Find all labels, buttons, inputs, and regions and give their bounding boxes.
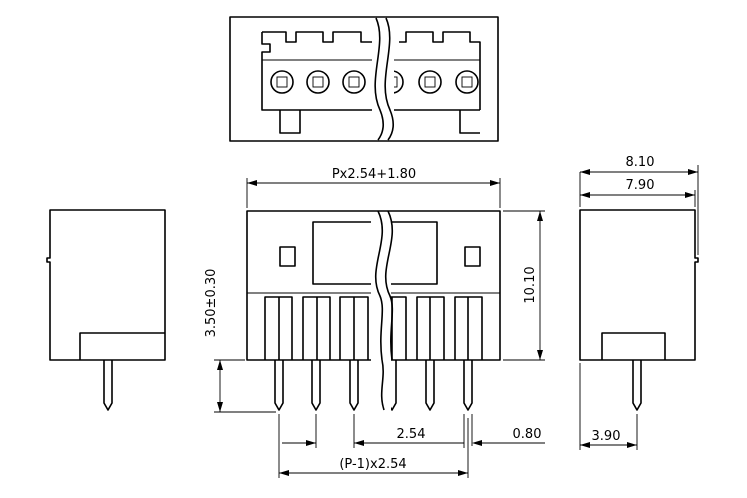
label-pin-depth: 3.90	[592, 429, 621, 444]
top-view-outline	[229, 16, 499, 142]
front-view-break-line-3	[380, 359, 385, 411]
dim-side-inner-width: 7.90	[580, 178, 696, 207]
dim-pin-offset: 0.80	[471, 414, 545, 446]
front-view-pin-slots	[264, 296, 483, 360]
label-side-outer-width: 8.10	[626, 155, 655, 170]
label-pin-offset: 0.80	[513, 427, 542, 442]
label-span: (P-1)x2.54	[339, 457, 406, 472]
screw-1	[270, 70, 294, 94]
dim-pin-depth: 3.90	[579, 363, 638, 450]
screw-5	[418, 70, 442, 94]
dim-overall-length: Px2.54+1.80	[246, 167, 501, 208]
dim-span: (P-1)x2.54	[278, 418, 469, 478]
left-side-outline	[46, 209, 166, 361]
top-view	[229, 16, 499, 142]
top-view-housing	[261, 31, 481, 111]
dim-pitch: 2.54	[278, 414, 465, 448]
top-view-latch-right	[459, 110, 480, 134]
front-view-right-slot	[464, 246, 481, 267]
top-view-break-line-1	[374, 17, 384, 141]
left-side-pin	[103, 360, 113, 411]
front-view-break-line-1	[375, 210, 384, 361]
right-side-step	[601, 332, 666, 360]
label-height: 10.10	[523, 266, 538, 303]
right-side-view	[579, 209, 699, 411]
screw-6	[455, 70, 479, 94]
front-view	[246, 210, 501, 412]
top-view-break-line-2	[384, 17, 394, 141]
screw-2	[306, 70, 330, 94]
top-view-latch-left	[279, 110, 301, 134]
label-pitch: 2.54	[397, 427, 426, 442]
right-side-pin	[632, 360, 642, 411]
left-side-view	[46, 209, 166, 411]
front-view-left-slot	[279, 246, 296, 267]
dim-height: 10.10	[503, 210, 545, 361]
right-side-outline	[579, 209, 699, 361]
label-overall-length: Px2.54+1.80	[332, 167, 416, 182]
label-side-inner-width: 7.90	[626, 178, 655, 193]
dim-side-outer-width: 8.10	[579, 155, 699, 255]
front-view-break-line-2	[385, 210, 394, 361]
dim-pin-standoff: 3.50±0.30	[204, 269, 276, 413]
left-side-step	[79, 332, 165, 360]
screw-3	[342, 70, 366, 94]
label-pin-standoff: 3.50±0.30	[204, 269, 219, 338]
